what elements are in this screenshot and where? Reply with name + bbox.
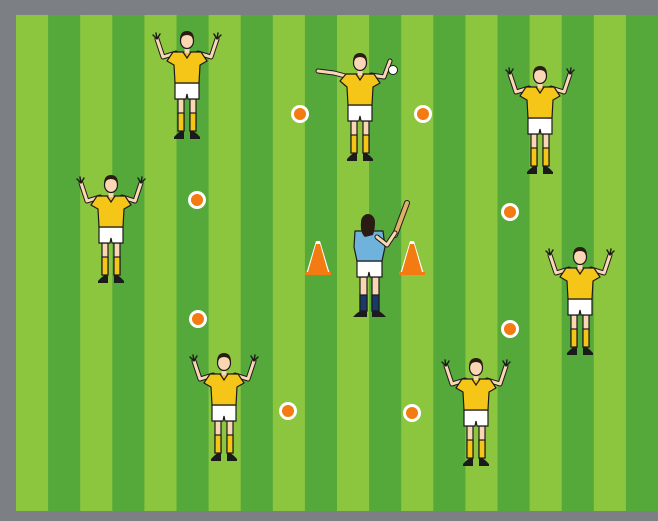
marker-dot [291, 105, 309, 123]
marker-dot [403, 404, 421, 422]
playing-field [16, 15, 658, 511]
grass-stripe [48, 15, 81, 511]
grass-stripe [16, 15, 49, 511]
marker-dot [414, 105, 432, 123]
marker-dot [279, 402, 297, 420]
grass-stripe [594, 15, 627, 511]
grass-stripe [144, 15, 177, 511]
grass-stripe [433, 15, 466, 511]
marker-dot [188, 191, 206, 209]
grass-stripe [626, 15, 658, 511]
ball [389, 66, 398, 75]
grass-stripe [209, 15, 242, 511]
grass-stripe [273, 15, 306, 511]
marker-dot [501, 203, 519, 221]
marker-dot [501, 320, 519, 338]
grass-stripe [241, 15, 274, 511]
marker-dot [189, 310, 207, 328]
